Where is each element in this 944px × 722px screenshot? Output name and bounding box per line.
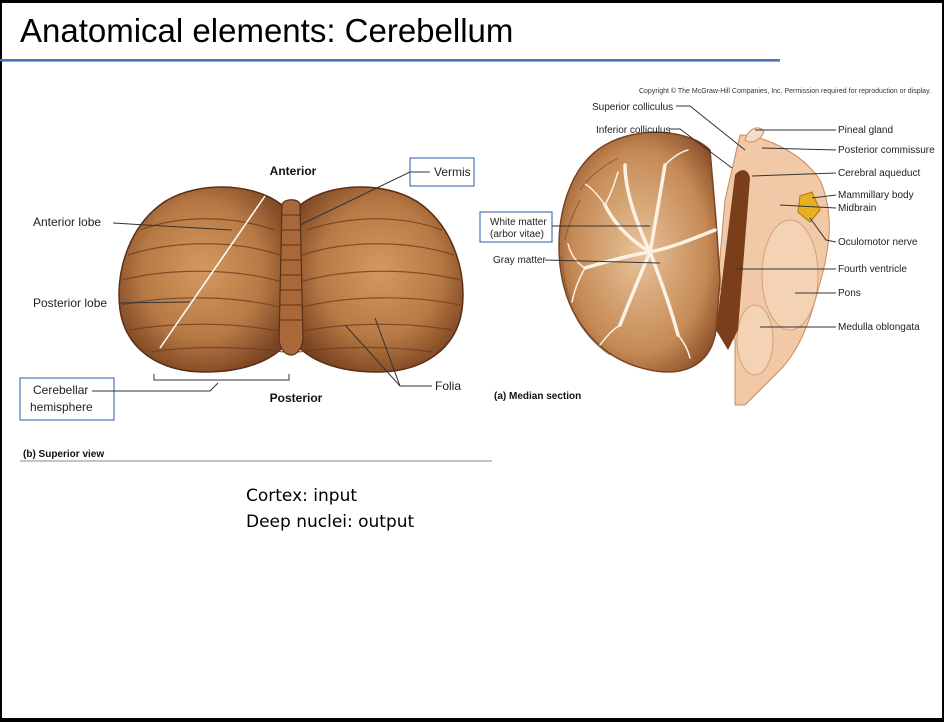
copyright-notice: Copyright © The McGraw-Hill Companies, I… <box>639 87 931 95</box>
label-vermis: Vermis <box>434 165 471 179</box>
hemisphere-leader-line <box>92 383 218 391</box>
label-white-matter-line2: (arbor vitae) <box>490 229 544 240</box>
label-anterior-lobe: Anterior lobe <box>33 215 101 229</box>
label-posterior: Posterior <box>270 391 323 405</box>
label-posterior-commissure: Posterior commissure <box>838 145 935 156</box>
median-section-illustration <box>559 128 829 405</box>
label-oculomotor-nerve: Oculomotor nerve <box>838 237 918 248</box>
label-white-matter-line1: White matter <box>490 217 547 228</box>
label-folia: Folia <box>435 379 461 393</box>
label-midbrain: Midbrain <box>838 203 876 214</box>
label-superior-colliculus: Superior colliculus <box>592 102 673 113</box>
label-anterior: Anterior <box>270 164 317 178</box>
label-pineal-gland: Pineal gland <box>838 125 893 136</box>
label-fourth-ventricle: Fourth ventricle <box>838 264 907 275</box>
superior-view-caption: (b) Superior view <box>23 449 104 460</box>
label-cerebellar-hemisphere-line1: Cerebellar <box>33 383 88 397</box>
label-cerebral-aqueduct: Cerebral aqueduct <box>838 168 920 179</box>
label-posterior-lobe: Posterior lobe <box>33 296 107 310</box>
hemisphere-bracket <box>154 374 289 380</box>
label-cerebellar-hemisphere-line2: hemisphere <box>30 400 93 414</box>
label-mammillary-body: Mammillary body <box>838 190 914 201</box>
label-gray-matter: Gray matter <box>493 255 546 266</box>
label-medulla-oblongata: Medulla oblongata <box>838 322 920 333</box>
vermis-shape <box>279 200 303 355</box>
label-pons: Pons <box>838 288 861 299</box>
superior-view-illustration <box>119 187 463 372</box>
body-line-cortex: Cortex: input <box>246 486 357 506</box>
pons-shape <box>762 220 818 330</box>
body-line-deep-nuclei: Deep nuclei: output <box>246 512 414 532</box>
label-inferior-colliculus: Inferior colliculus <box>596 125 670 136</box>
median-section-caption: (a) Median section <box>494 391 581 402</box>
medulla-shape <box>737 305 773 375</box>
left-hemisphere-shape <box>119 187 285 372</box>
